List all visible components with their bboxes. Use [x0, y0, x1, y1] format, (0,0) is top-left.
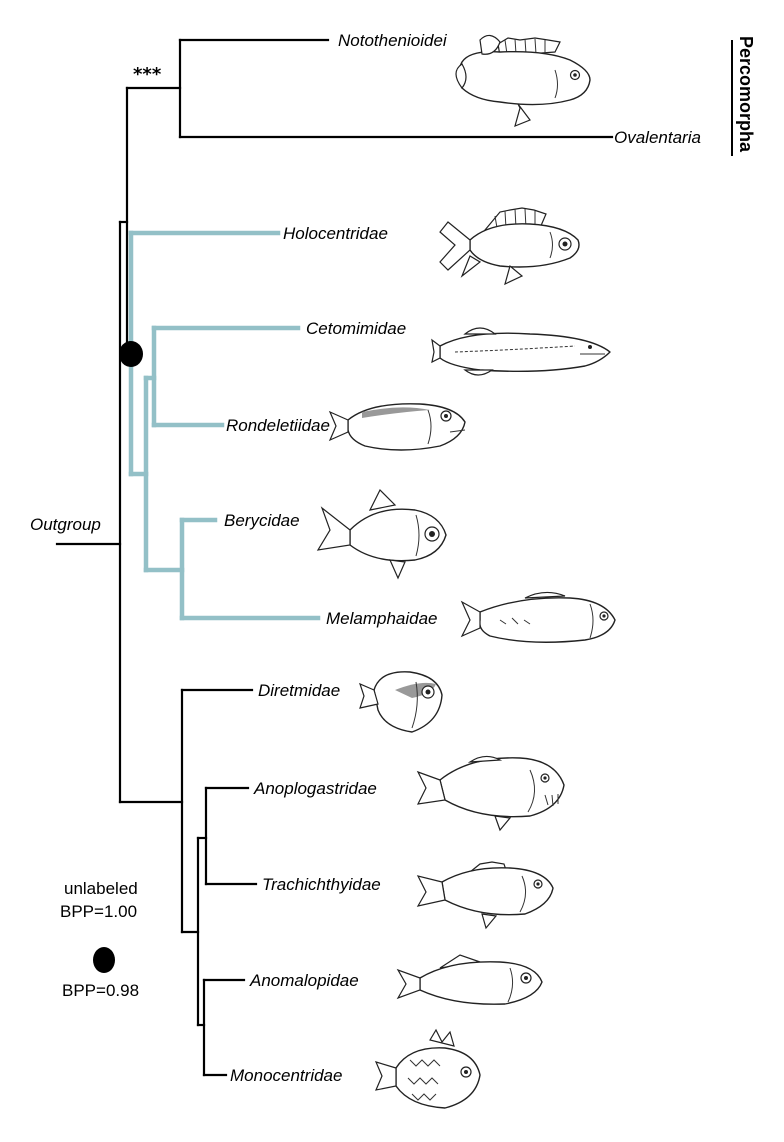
legend-unlabeled: unlabeled — [64, 879, 138, 898]
label-anoplogastridae: Anoplogastridae — [253, 779, 377, 798]
label-berycidae: Berycidae — [224, 511, 300, 530]
label-monocentridae: Monocentridae — [230, 1066, 342, 1085]
label-trachichthyidae: Trachichthyidae — [262, 875, 381, 894]
label-anomalopidae: Anomalopidae — [249, 971, 359, 990]
support-stars: *** — [133, 64, 162, 85]
anomalopidae-fish-icon — [396, 954, 543, 1005]
diretmidae-fish-icon — [359, 671, 443, 733]
highlighted-clade-branches — [124, 230, 321, 621]
trachichthyidae-fish-icon — [416, 861, 554, 930]
anoplogastridae-fish-icon — [416, 755, 565, 832]
cetomimidae-fish-icon — [431, 327, 611, 376]
label-holocentridae: Holocentridae — [283, 224, 388, 243]
label-notothenioidei: Notothenioidei — [338, 31, 448, 50]
percomorpha-label: Percomorpha — [736, 36, 756, 153]
label-melamphaidae: Melamphaidae — [326, 609, 438, 628]
berycidae-fish-icon — [316, 488, 447, 580]
label-outgroup: Outgroup — [30, 515, 101, 534]
holocentridae-fish-icon — [439, 207, 580, 286]
label-diretmidae: Diretmidae — [258, 681, 340, 700]
bpp-node-dot — [119, 341, 143, 367]
monocentridae-fish-icon — [374, 1028, 481, 1109]
rondeletiidae-fish-icon — [328, 403, 466, 451]
tree-branches — [55, 38, 614, 1077]
label-rondeletiidae: Rondeletiidae — [226, 416, 330, 435]
notothenioidei-fish-icon — [455, 34, 591, 128]
label-cetomimidae: Cetomimidae — [306, 319, 406, 338]
support-legend: unlabeled BPP=1.00 BPP=0.98 — [60, 879, 139, 1000]
melamphaidae-fish-icon — [460, 591, 616, 643]
label-ovalentaria: Ovalentaria — [614, 128, 701, 147]
legend-dot-icon — [93, 947, 115, 973]
legend-bpp-098: BPP=0.98 — [62, 981, 139, 1000]
taxon-labels: Notothenioidei Ovalentaria Holocentridae… — [30, 31, 701, 1085]
legend-bpp-100: BPP=1.00 — [60, 902, 137, 921]
